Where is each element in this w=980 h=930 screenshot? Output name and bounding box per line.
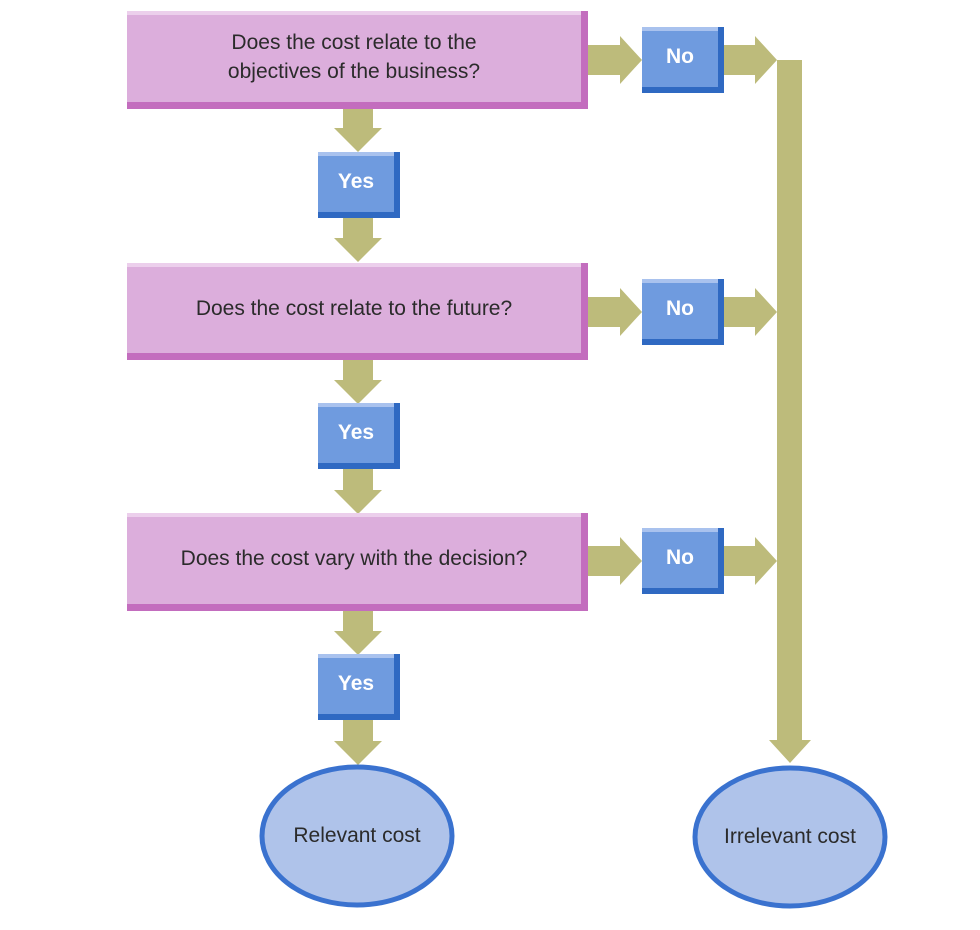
no-label-3: No <box>666 546 694 569</box>
question-3: Does the cost vary with the decision? <box>127 513 581 604</box>
arrow-yes2-to-q3 <box>334 468 382 514</box>
answer-boxes <box>318 27 724 720</box>
yes-label-1: Yes <box>337 170 375 193</box>
question-2: Does the cost relate to the future? <box>127 263 581 353</box>
no-box-2 <box>642 279 724 345</box>
arrow-q1-to-yes1 <box>334 108 382 152</box>
yes-label-3: Yes <box>337 672 375 695</box>
no-box-3 <box>642 528 724 594</box>
question-1: Does the cost relate to the objectives o… <box>127 11 581 102</box>
no-label-1: No <box>666 45 694 68</box>
arrow-yes3-to-relevant <box>334 719 382 765</box>
question-1-line-2: objectives of the business? <box>227 59 481 83</box>
no-label-2: No <box>666 297 694 320</box>
question-box-1 <box>127 11 588 109</box>
relevant-cost-label: Relevant cost <box>293 824 421 847</box>
yes-box-2 <box>318 403 400 469</box>
arrow-no2-to-trunk <box>723 288 777 336</box>
relevant-cost-ellipse <box>259 764 455 908</box>
question-boxes <box>127 11 588 611</box>
yes-box-1 <box>318 152 400 218</box>
no-box-1 <box>642 27 724 93</box>
arrow-trunk-to-irrelevant <box>769 60 811 763</box>
irrelevant-cost-label: Irrelevant cost <box>724 825 856 848</box>
question-2-text: Does the cost relate to the future? <box>195 296 513 320</box>
arrow-q2-to-no2 <box>587 288 642 336</box>
yes-label-2: Yes <box>337 421 375 444</box>
arrow-q1-to-no1 <box>587 36 642 84</box>
connector-arrows <box>334 36 811 765</box>
question-box-2 <box>127 263 588 360</box>
question-box-3 <box>127 513 588 611</box>
question-1-line-1: Does the cost relate to the <box>231 30 477 54</box>
arrow-no1-to-trunk <box>723 36 777 84</box>
arrow-q2-to-yes2 <box>334 358 382 404</box>
arrow-q3-to-no3 <box>587 537 642 585</box>
arrow-q3-to-yes3 <box>334 610 382 655</box>
yes-box-3 <box>318 654 400 720</box>
question-3-text: Does the cost vary with the decision? <box>180 547 528 570</box>
arrow-yes1-to-q2 <box>334 217 382 262</box>
arrow-no3-to-trunk <box>723 537 777 585</box>
outcome-ellipses <box>259 764 888 909</box>
irrelevant-cost-ellipse <box>692 765 888 909</box>
